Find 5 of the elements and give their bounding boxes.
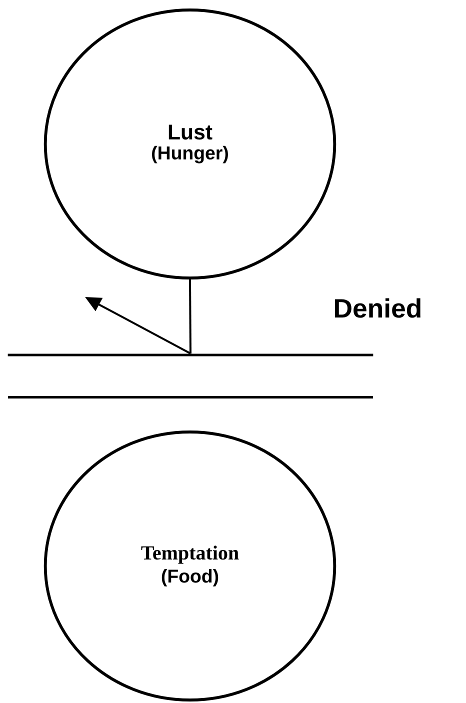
barrier-line (8, 354, 374, 356)
connector-line (189, 279, 192, 354)
circle-node: Lust (Hunger) (44, 8, 336, 280)
circle-node: Temptation (Food) (44, 430, 336, 702)
label-text: Denied (335, 298, 420, 318)
